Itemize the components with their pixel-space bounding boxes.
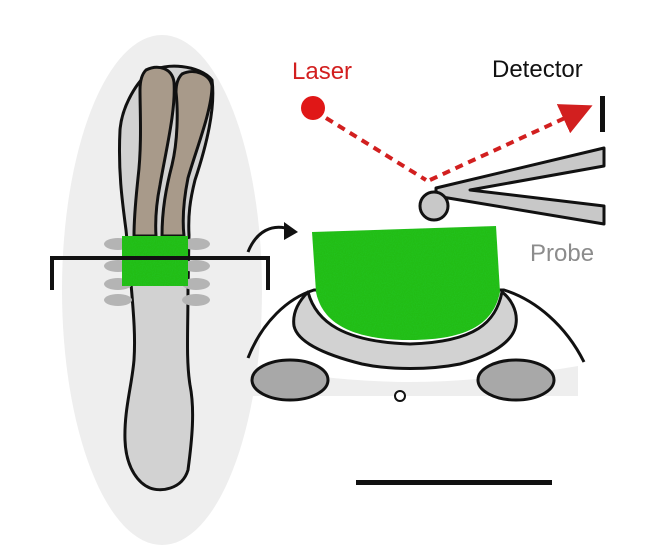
small-pore [394,390,406,402]
probe-tip-bead [418,190,450,222]
left-side-blob [250,358,330,402]
laser-label: Laser [292,58,353,85]
cross-section-body [292,290,518,370]
pointer-arrowhead [284,222,298,240]
green-sample-block [312,226,500,340]
scale-bar [356,480,552,485]
detector-bar [600,96,605,132]
probe-cantilever [434,146,606,226]
probe-label: Probe [530,240,595,267]
laser-incident-beam [324,116,428,182]
laser-source-dot [301,96,325,120]
organism-green-band [122,236,188,286]
right-side-blob [476,358,556,402]
detector-label: Detector [492,56,583,83]
section-bracket [50,256,270,290]
